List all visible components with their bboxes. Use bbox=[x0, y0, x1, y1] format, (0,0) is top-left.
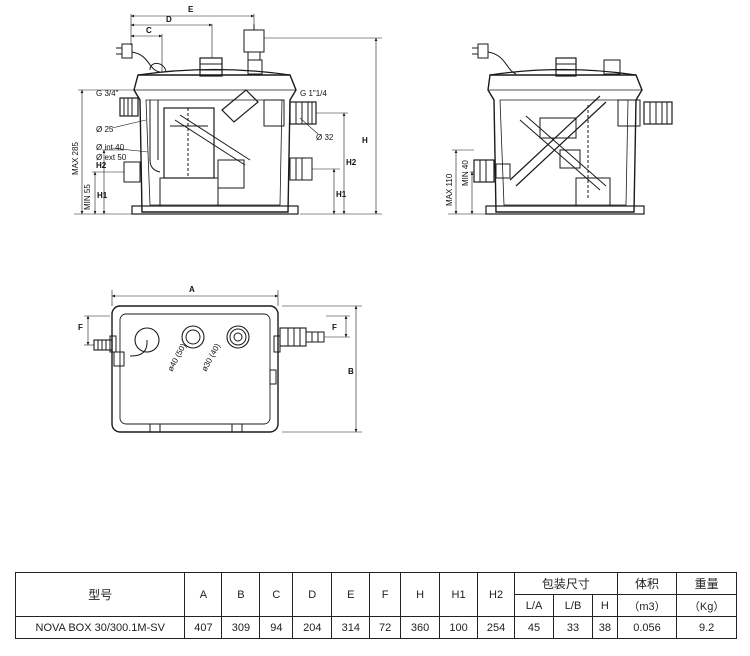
label-d32: Ø 32 bbox=[316, 133, 334, 142]
technical-drawing: E D C H H2 H1 H2 H1 bbox=[71, 5, 673, 433]
dim-label-e: E bbox=[188, 5, 194, 14]
header-volume-unit: （m3） bbox=[616, 594, 678, 617]
dim-label-h1-left: H1 bbox=[97, 191, 108, 200]
label-dint: Ø int 40 bbox=[96, 143, 125, 152]
header-weight: 重量 bbox=[676, 572, 737, 595]
front-view: E D C H H2 H1 H2 H1 bbox=[71, 5, 382, 215]
side-dimensions bbox=[448, 149, 486, 215]
cell-c: 94 bbox=[259, 616, 294, 639]
cell-e: 314 bbox=[331, 616, 371, 639]
cell-model: NOVA BOX 30/300.1M-SV bbox=[14, 616, 186, 639]
label-g34: G 3/4" bbox=[96, 89, 119, 98]
header-volume: 体积 bbox=[616, 572, 678, 595]
top-view: A B F F ø40 (50) ø30 (40) bbox=[78, 285, 362, 433]
header-model: 型号 bbox=[14, 572, 186, 617]
dim-label-f-left: F bbox=[78, 323, 83, 332]
dim-label-h1: H1 bbox=[336, 190, 347, 199]
header-h1: H1 bbox=[439, 572, 479, 617]
front-dimensions: E D C H H2 H1 H2 H1 bbox=[74, 5, 382, 215]
cell-h1: 100 bbox=[439, 616, 479, 639]
cell-h: 360 bbox=[400, 616, 441, 639]
header-h: H bbox=[400, 572, 441, 617]
table-row: NOVA BOX 30/300.1M-SV 407 309 94 204 314… bbox=[14, 616, 737, 639]
dim-label-h: H bbox=[362, 136, 368, 145]
dim-label-a: A bbox=[189, 285, 195, 294]
dim-label-b: B bbox=[348, 367, 354, 376]
header-h2: H2 bbox=[477, 572, 516, 617]
table-header-row-1: 型号 A B C D E F H H1 H2 包装尺寸 体积 重量 bbox=[14, 572, 737, 617]
header-weight-unit: （Kg） bbox=[676, 594, 737, 617]
cell-f: 72 bbox=[369, 616, 402, 639]
cell-pack-la: 45 bbox=[514, 616, 555, 639]
cell-pack-h: 38 bbox=[592, 616, 618, 639]
label-max-285: MAX 285 bbox=[71, 142, 80, 175]
label-port-40-50: ø40 (50) bbox=[166, 342, 188, 373]
header-c: C bbox=[259, 572, 294, 617]
dim-label-h2: H2 bbox=[346, 158, 357, 167]
header-a: A bbox=[184, 572, 223, 617]
header-b: B bbox=[221, 572, 261, 617]
cell-weight: 9.2 bbox=[676, 616, 737, 639]
header-e: E bbox=[331, 572, 371, 617]
cell-b: 309 bbox=[221, 616, 261, 639]
header-d: D bbox=[292, 572, 333, 617]
cell-h2: 254 bbox=[477, 616, 516, 639]
cell-pack-lb: 33 bbox=[553, 616, 594, 639]
header-packaging: 包装尺寸 bbox=[514, 572, 618, 595]
label-min-40: MIN 40 bbox=[461, 160, 470, 186]
label-g114: G 1"1/4 bbox=[300, 89, 327, 98]
cell-volume: 0.056 bbox=[616, 616, 678, 639]
top-dimensions: A B F F bbox=[78, 285, 362, 433]
spec-table: 型号 A B C D E F H H1 H2 包装尺寸 体积 重量 L/A L/… bbox=[14, 572, 737, 639]
label-d25: Ø 25 bbox=[96, 125, 114, 134]
label-dext: Ø ext 50 bbox=[96, 153, 127, 162]
label-port-30-40: ø30 (40) bbox=[200, 342, 222, 373]
header-pack-h: H bbox=[592, 594, 618, 617]
cell-d: 204 bbox=[292, 616, 333, 639]
dim-label-c: C bbox=[146, 26, 152, 35]
label-max-110: MAX 110 bbox=[445, 173, 454, 206]
header-f: F bbox=[369, 572, 402, 617]
header-pack-lb: L/B bbox=[553, 594, 594, 617]
dim-label-h2-left: H2 bbox=[96, 161, 107, 170]
side-view: MAX 110 MIN 40 bbox=[445, 43, 673, 215]
label-min-55: MIN 55 bbox=[83, 184, 92, 210]
dim-label-f-right: F bbox=[332, 323, 337, 332]
header-pack-la: L/A bbox=[514, 594, 555, 617]
cell-a: 407 bbox=[184, 616, 223, 639]
table-header-row-2: L/A L/B H （m3） （Kg） bbox=[16, 594, 737, 617]
dim-label-d: D bbox=[166, 15, 172, 24]
